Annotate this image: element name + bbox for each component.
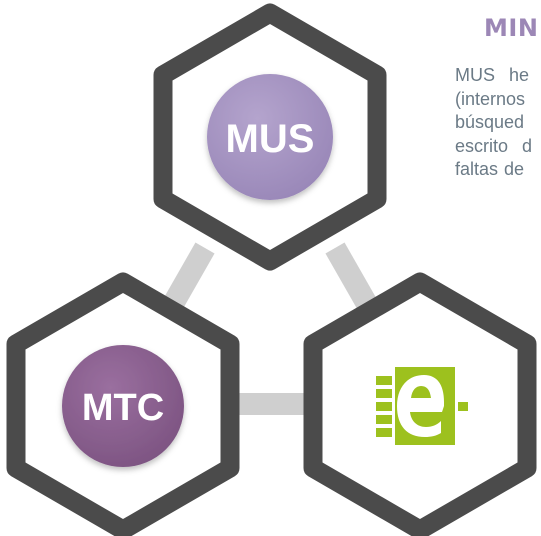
- mus-circle: [207, 74, 333, 200]
- section-title: MIN: [484, 14, 539, 42]
- description-line: búsqued: [455, 112, 525, 132]
- node-mtc: MTC: [6, 272, 240, 536]
- mtc-label: MTC: [82, 387, 164, 429]
- node-eoffice: [303, 272, 537, 536]
- description-line: (internos: [455, 88, 526, 109]
- mus-label: MUS: [226, 117, 315, 161]
- e-logo-icon: [376, 367, 468, 445]
- node-mus: MUS: [153, 3, 387, 271]
- mtc-circle: [62, 345, 184, 467]
